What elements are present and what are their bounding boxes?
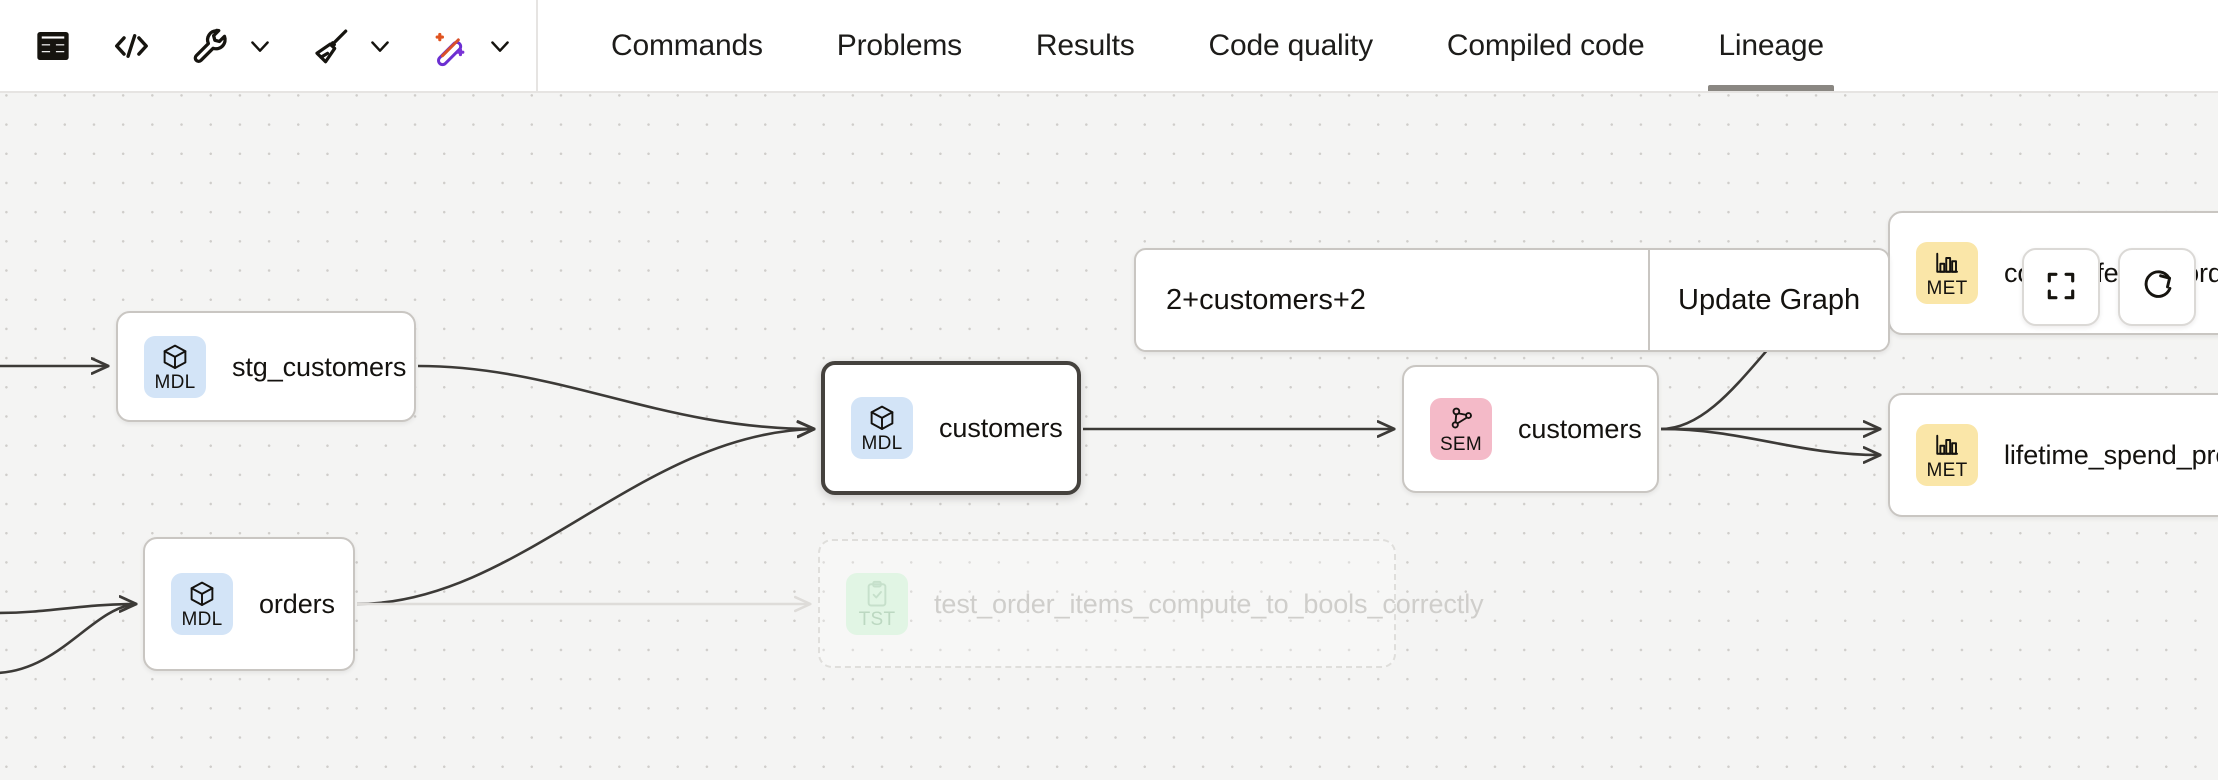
- graph-node-lifetime-spend-pretax[interactable]: MET lifetime_spend_pretax: [1888, 393, 2218, 517]
- tab-lineage[interactable]: Lineage: [1681, 0, 1860, 91]
- tab-label: Compiled code: [1446, 28, 1645, 62]
- refresh-icon: [2139, 268, 2175, 307]
- badge-text: TST: [858, 608, 896, 630]
- semantic-icon: [1446, 404, 1476, 434]
- edge-stg-customers-to-customers: [417, 364, 814, 429]
- node-label: orders: [259, 589, 335, 619]
- edge-sem-to-lifetime-spend: [1660, 427, 1880, 455]
- tab-code-quality[interactable]: Code quality: [1172, 0, 1410, 91]
- badge-text: MET: [1926, 278, 1968, 299]
- node-label: customers: [939, 413, 1063, 443]
- tools-menu[interactable]: [182, 17, 280, 75]
- graph-node-test-order-items[interactable]: TST test_order_items_compute_to_bools_co…: [818, 539, 1484, 668]
- badge-text: MET: [1926, 460, 1968, 481]
- node-type-badge-mdl: MDL: [851, 397, 913, 459]
- ai-assist-menu[interactable]: [422, 17, 520, 75]
- badge-text: MDL: [154, 371, 196, 393]
- tab-label: Lineage: [1718, 28, 1824, 62]
- node-type-badge-sem: SEM: [1430, 398, 1492, 460]
- format-menu[interactable]: [302, 17, 400, 75]
- chevron-down-icon[interactable]: [360, 17, 400, 75]
- bar-chart-icon: [1932, 248, 1962, 278]
- code-view-icon[interactable]: [102, 17, 160, 75]
- node-type-badge-mdl: MDL: [144, 335, 206, 398]
- tab-commands[interactable]: Commands: [574, 0, 800, 91]
- tab-underline: [1708, 85, 1834, 91]
- wrench-icon[interactable]: [182, 17, 240, 75]
- cube-icon: [187, 579, 217, 609]
- fit-view-icon: [2043, 268, 2079, 307]
- clipboard-check-icon: [862, 579, 892, 609]
- graph-node-orders[interactable]: MDL orders: [143, 537, 355, 671]
- chevron-down-icon[interactable]: [240, 17, 280, 75]
- node-type-badge-met: MET: [1916, 424, 1978, 486]
- editor-tool-group: [0, 0, 538, 91]
- bar-chart-icon: [1932, 430, 1962, 460]
- node-label: stg_customers: [232, 351, 407, 382]
- graph-search-input[interactable]: [1136, 250, 1648, 350]
- tab-label: Commands: [611, 28, 763, 62]
- graph-node-stg-customers[interactable]: MDL stg_customers: [116, 311, 416, 422]
- edge-orders-to-customers: [356, 429, 814, 606]
- badge-text: MDL: [181, 609, 223, 630]
- magic-wand-icon[interactable]: [422, 17, 480, 75]
- tab-results[interactable]: Results: [999, 0, 1172, 91]
- top-toolbar: Commands Problems Results Code quality C…: [0, 0, 2218, 93]
- tab-bar: Commands Problems Results Code quality C…: [538, 0, 1861, 91]
- node-label: customers: [1518, 414, 1642, 444]
- tab-label: Code quality: [1208, 28, 1374, 62]
- graph-search-bar: Update Graph: [1134, 248, 1891, 352]
- table-view-icon[interactable]: [24, 17, 82, 75]
- node-label: test_order_items_compute_to_bools_correc…: [934, 588, 1484, 619]
- cube-icon: [160, 342, 190, 372]
- node-type-badge-met: MET: [1916, 242, 1978, 304]
- tab-compiled-code[interactable]: Compiled code: [1410, 0, 1682, 91]
- tab-label: Results: [1035, 28, 1135, 62]
- lineage-canvas[interactable]: MDL stg_customers MDL orders: [0, 93, 2218, 780]
- graph-node-customers-semantic[interactable]: SEM customers: [1402, 365, 1659, 493]
- chevron-down-icon[interactable]: [480, 17, 520, 75]
- node-label: lifetime_spend_pretax: [2004, 440, 2218, 470]
- fit-view-button[interactable]: [2022, 248, 2100, 326]
- cube-icon: [867, 403, 897, 433]
- refresh-button[interactable]: [2118, 248, 2196, 326]
- update-graph-button[interactable]: Update Graph: [1648, 250, 1889, 350]
- broom-icon[interactable]: [302, 17, 360, 75]
- edge-in-orders-a: [0, 604, 136, 615]
- edge-in-orders-b: [0, 602, 137, 674]
- badge-text: SEM: [1439, 434, 1483, 455]
- node-type-badge-tst: TST: [846, 572, 908, 635]
- node-type-badge-mdl: MDL: [171, 573, 233, 635]
- badge-text: MDL: [861, 433, 903, 454]
- tab-problems[interactable]: Problems: [800, 0, 999, 91]
- canvas-controls: [2022, 248, 2196, 326]
- tab-label: Problems: [836, 28, 962, 62]
- graph-node-customers-model[interactable]: MDL customers: [821, 361, 1081, 495]
- edge-layer: [0, 93, 2218, 674]
